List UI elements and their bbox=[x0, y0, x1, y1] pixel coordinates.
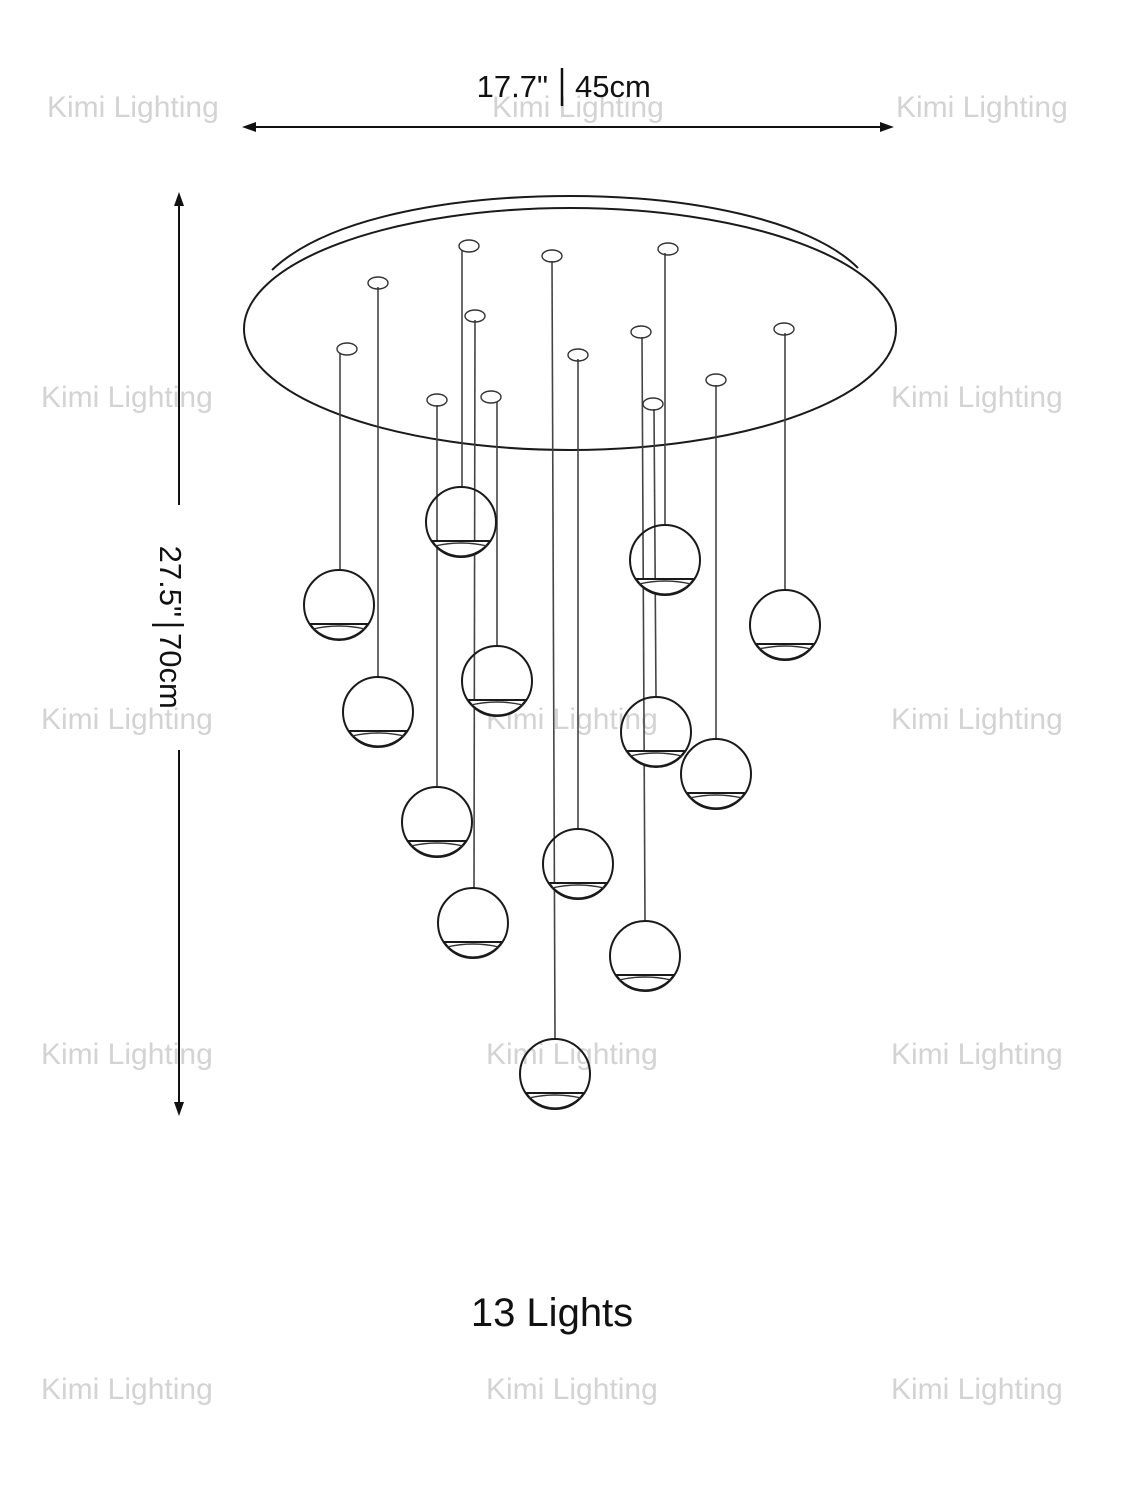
watermark-text: Kimi Lighting bbox=[891, 703, 1063, 736]
pendant-globe-icon bbox=[542, 828, 614, 900]
watermark-text: Kimi Lighting bbox=[492, 91, 664, 124]
pendant-globe-icon bbox=[519, 1038, 591, 1110]
watermark-text: Kimi Lighting bbox=[41, 1373, 213, 1406]
pendant-globe-icon bbox=[609, 920, 681, 992]
pendant-globe-icon bbox=[461, 645, 533, 717]
height-cm-label: 70cm bbox=[153, 633, 188, 709]
watermark-text: Kimi Lighting bbox=[41, 381, 213, 414]
width-inches-label: 17.7" bbox=[477, 69, 548, 104]
pendant-globe-icon bbox=[425, 486, 497, 558]
canopy-plate bbox=[243, 207, 897, 451]
pendant-globe-icon bbox=[629, 524, 701, 596]
arrow-right-icon bbox=[880, 122, 894, 132]
pendant-globe-icon bbox=[620, 696, 692, 768]
watermark-text: Kimi Lighting bbox=[891, 381, 1063, 414]
ceiling-canopy bbox=[243, 194, 897, 451]
watermark-text: Kimi Lighting bbox=[486, 1373, 658, 1406]
watermark-text: Kimi Lighting bbox=[896, 91, 1068, 124]
watermark-text: Kimi Lighting bbox=[41, 703, 213, 736]
pendant-globe-icon bbox=[342, 676, 414, 748]
height-label-group: 27.5" 70cm bbox=[152, 546, 188, 709]
watermark-text: Kimi Lighting bbox=[41, 1038, 213, 1071]
pendant-globes bbox=[303, 486, 821, 1110]
watermark-text: Kimi Lighting bbox=[47, 91, 219, 124]
light-count-caption: 13 Lights bbox=[471, 1291, 633, 1335]
watermark-text: Kimi Lighting bbox=[891, 1038, 1063, 1071]
canopy-back-edge bbox=[271, 194, 859, 271]
canopy-mounting-holes bbox=[336, 239, 795, 411]
width-dimension: 17.7" 45cm bbox=[242, 68, 894, 132]
arrow-up-icon bbox=[174, 192, 184, 206]
width-cm-label: 45cm bbox=[575, 69, 651, 104]
pendant-globe-icon bbox=[749, 589, 821, 661]
pendant-globe-icon bbox=[401, 786, 473, 858]
height-dimension: 27.5" 70cm bbox=[152, 192, 188, 1116]
height-inches-label: 27.5" bbox=[153, 546, 188, 617]
pendant-globe-icon bbox=[680, 738, 752, 810]
pendant-globe-icon bbox=[437, 887, 509, 959]
arrow-down-icon bbox=[174, 1102, 184, 1116]
watermark-text: Kimi Lighting bbox=[891, 1373, 1063, 1406]
pendant-globe-icon bbox=[303, 569, 375, 641]
arrow-left-icon bbox=[242, 122, 256, 132]
suspension-wires bbox=[339, 250, 786, 1040]
